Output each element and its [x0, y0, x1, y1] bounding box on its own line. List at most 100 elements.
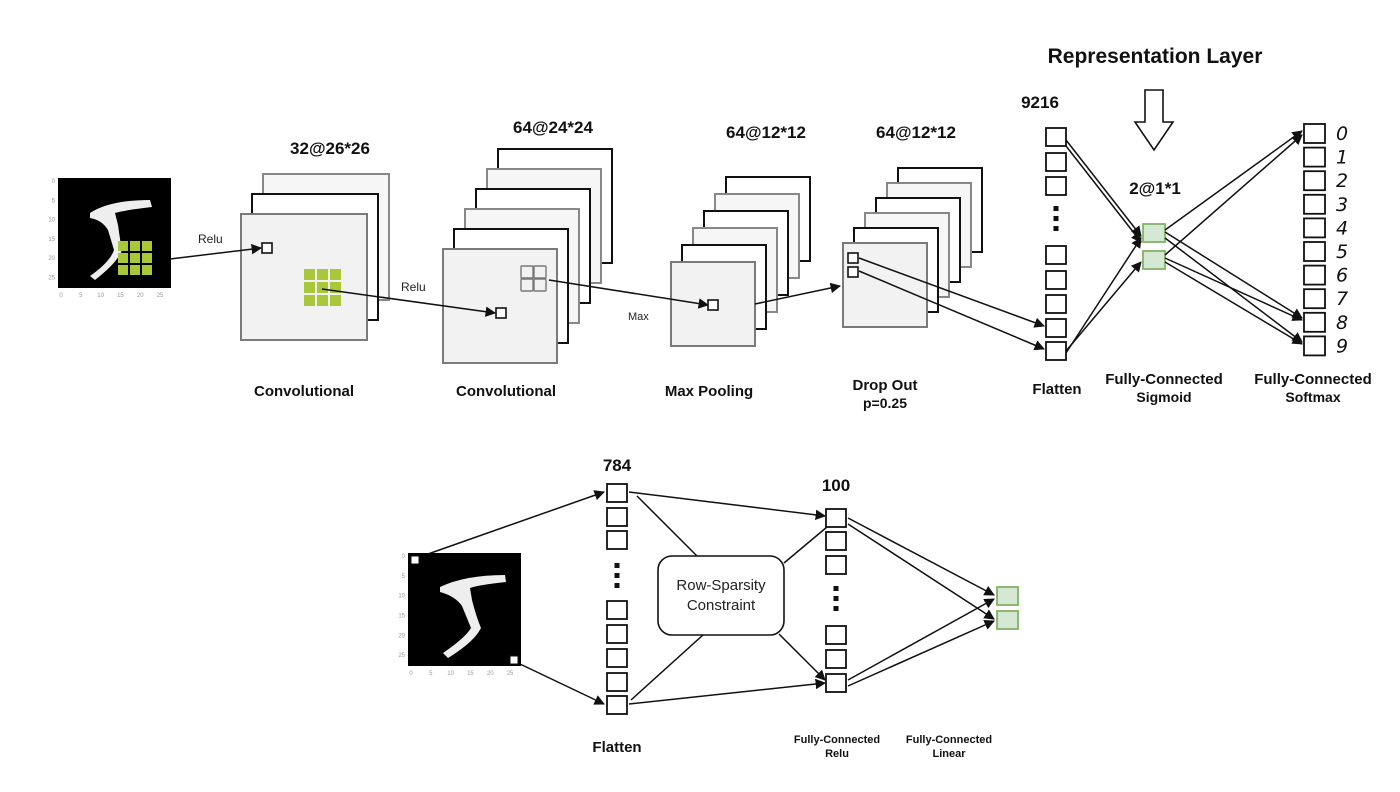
ellipsis-dot — [614, 573, 620, 578]
ellipsis-dot — [614, 563, 620, 568]
kernel-cell — [118, 241, 128, 251]
edge-rep-to-softmax — [1164, 237, 1303, 343]
edge-label-relu-2: Relu — [401, 280, 426, 294]
y-tick-label: 25 — [48, 275, 55, 281]
kernel-cell — [130, 253, 140, 263]
x-tick-label: 20 — [487, 671, 494, 677]
flatten-784-size: 784 — [603, 456, 632, 475]
node — [1045, 270, 1067, 290]
x-tick-label: 25 — [507, 671, 514, 677]
edge-rep-to-softmax — [1164, 130, 1303, 231]
layer-3-shape: 64@12*12 — [726, 123, 806, 142]
y-tick-label: 25 — [398, 653, 405, 659]
edge-conv1-to-conv2 — [321, 288, 497, 317]
layer-4-sub: p=0.25 — [863, 395, 907, 411]
edge-image-to-flatten-top — [427, 490, 605, 555]
edge-constraint-to-relu-top — [783, 526, 828, 564]
edge-rep-to-softmax — [1164, 231, 1303, 319]
node — [825, 531, 847, 551]
output-digit-label: 4 — [1336, 217, 1348, 239]
ellipsis-dot — [833, 586, 839, 591]
x-tick-label: 5 — [429, 671, 433, 677]
node — [1045, 245, 1067, 265]
y-tick-label: 0 — [402, 554, 406, 560]
ellipsis-dot — [833, 606, 839, 611]
node — [825, 625, 847, 645]
edge-conv2-to-pool — [548, 279, 710, 309]
edge-flatten-to-constraint-top — [636, 495, 698, 557]
output-digit-label: 8 — [1336, 312, 1348, 334]
node — [1303, 311, 1326, 333]
fc-relu-name: Fully-Connected — [794, 734, 880, 746]
node — [1303, 217, 1326, 239]
output-digit-label: 0 — [1336, 123, 1348, 145]
edge-flatten-to-rep — [1065, 237, 1142, 354]
kernel-cell — [330, 282, 341, 293]
x-tick-label: 10 — [97, 293, 104, 299]
node — [606, 483, 628, 503]
output-digit-label: 6 — [1336, 265, 1348, 287]
edge-dropout-to-flatten-1 — [858, 257, 1045, 328]
fc-relu-size: 100 — [822, 476, 850, 495]
x-tick-label: 0 — [59, 293, 63, 299]
x-tick-label: 20 — [137, 293, 144, 299]
node — [1045, 341, 1067, 361]
dropout-unit-2 — [847, 266, 859, 278]
layer-3-name: Max Pooling — [665, 383, 753, 400]
fc-relu-sub: Relu — [825, 748, 849, 760]
pool-cell — [533, 265, 547, 279]
y-tick-label: 15 — [398, 613, 405, 619]
first-pixel-marker — [410, 555, 420, 565]
x-tick-label: 15 — [117, 293, 124, 299]
edge-relu-to-linear-2 — [847, 523, 995, 620]
output-digit-label: 2 — [1336, 170, 1348, 192]
edge-rep-to-softmax — [1164, 261, 1303, 345]
fc-relu-nodes — [825, 508, 847, 693]
edge-rep-to-softmax — [1164, 134, 1303, 256]
edge-flatten-to-rep — [1065, 139, 1142, 237]
kernel-cell — [304, 269, 315, 280]
dropout-feature-maps — [842, 167, 983, 328]
y-tick-label: 0 — [52, 179, 56, 185]
edge-pool-to-dropout — [754, 282, 842, 305]
flatten-size: 9216 — [1021, 93, 1059, 112]
kernel-cell — [304, 282, 315, 293]
kernel-cell — [330, 295, 341, 306]
edge-constraint-to-relu-bottom — [778, 633, 826, 681]
kernel-cell — [317, 269, 328, 280]
kernel-cell — [142, 241, 152, 251]
y-tick-label: 20 — [398, 633, 405, 639]
fc-linear-nodes — [996, 586, 1019, 630]
layer-2-shape: 64@24*24 — [513, 118, 593, 137]
pool-cell — [520, 265, 534, 279]
node — [1303, 264, 1326, 286]
edge-flatten-to-relu-top — [628, 491, 827, 521]
node — [606, 530, 628, 550]
edge-flatten-to-constraint-bottom — [630, 634, 704, 701]
edge-relu-to-linear-4 — [847, 620, 995, 687]
output-digit-label: 7 — [1336, 288, 1348, 310]
node — [1142, 223, 1166, 243]
fc-relu-ellipsis-icon — [833, 586, 839, 611]
edge-flatten-to-rep — [1065, 261, 1142, 352]
top-connections — [169, 243, 1045, 351]
dropout-unit-1 — [847, 252, 859, 264]
input-kernel-3x3 — [118, 241, 152, 275]
layer-1-name: Convolutional — [254, 383, 354, 400]
layer-6-sub: Sigmoid — [1136, 389, 1191, 405]
output-digit-label: 9 — [1336, 335, 1348, 357]
edge-label-relu-1: Relu — [198, 232, 223, 246]
node — [606, 672, 628, 692]
flatten-9216-nodes — [1045, 127, 1067, 361]
layer-5-name: Flatten — [1032, 381, 1081, 398]
edge-label-max: Max — [628, 311, 649, 323]
kernel-cell — [317, 282, 328, 293]
representation-shape: 2@1*1 — [1129, 179, 1181, 198]
x-tick-label: 15 — [467, 671, 474, 677]
layer-4-name: Drop Out — [853, 377, 918, 394]
ellipsis-dot — [614, 583, 620, 588]
node — [1303, 146, 1326, 168]
node — [1303, 241, 1326, 262]
receptive-unit-conv1 — [261, 242, 273, 254]
kernel-cell — [304, 295, 315, 306]
